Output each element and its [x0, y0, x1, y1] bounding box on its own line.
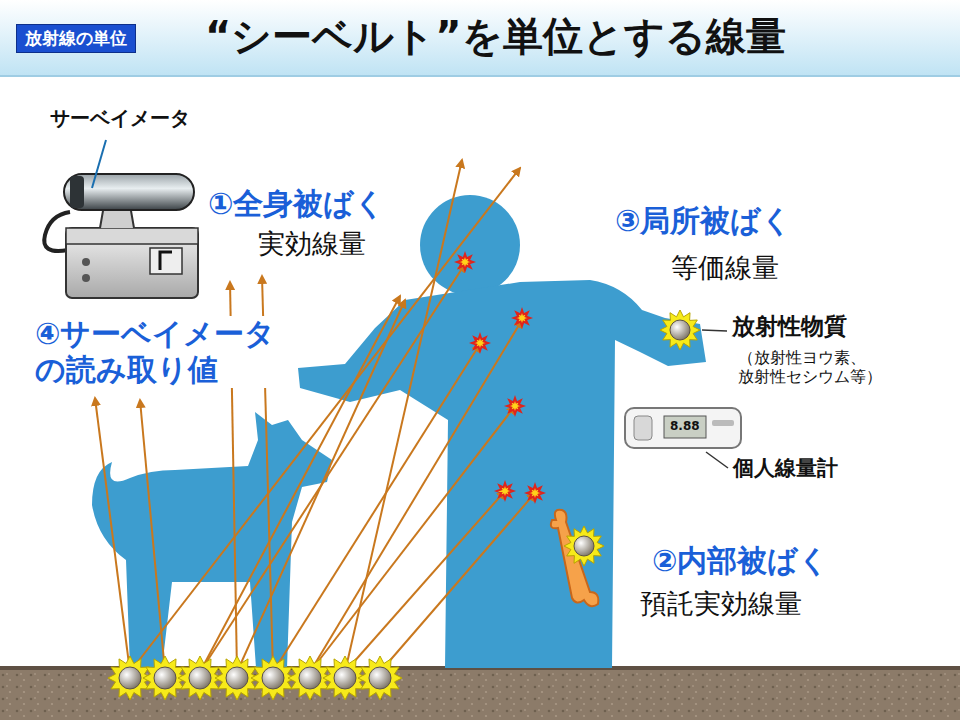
part-label: 放射性物質	[732, 313, 847, 341]
page-title: “シーベルト”を単位とする線量	[205, 12, 786, 60]
display-reading: 8.88	[670, 419, 700, 433]
exposure-heading: ②内部被ばく	[652, 543, 829, 579]
personal-dosimeter	[625, 408, 741, 448]
ray-arrow	[310, 320, 522, 672]
header-rule	[0, 75, 960, 77]
survey-meter	[44, 174, 198, 298]
exposure-heading: ④サーベイメータ の読み取り値	[32, 316, 296, 388]
part-label: 個人線量計	[733, 456, 838, 481]
source-ball	[119, 667, 141, 689]
note: （放射性ヨウ素、 放射性セシウム等）	[738, 348, 885, 386]
impact-burst	[472, 335, 488, 351]
leader-line	[92, 140, 106, 188]
source-ball	[226, 667, 248, 689]
impact-burst	[527, 485, 543, 501]
source-ball	[334, 667, 356, 689]
ray-arrow	[310, 406, 515, 672]
source-ball	[574, 536, 594, 556]
radiation-rays	[95, 160, 535, 672]
dose-term: 等価線量	[668, 252, 782, 284]
source-ball	[369, 667, 391, 689]
source-star	[660, 310, 700, 350]
source-ball	[670, 320, 690, 340]
impact-burst	[514, 310, 530, 326]
dose-term: 預託実効線量	[640, 588, 802, 620]
exposure-heading: ①全身被ばく	[205, 186, 388, 222]
impact-burst	[497, 483, 513, 499]
leader-line	[702, 330, 727, 331]
category-tag: 放射線の単位	[16, 24, 136, 53]
ray-arrow	[140, 400, 165, 672]
tag-text: 放射線の単位	[25, 28, 127, 48]
ray-arrow	[345, 491, 505, 672]
exposure-heading: ③局所被ばく	[612, 203, 795, 239]
ray-arrow	[95, 398, 130, 672]
source-ball	[299, 667, 321, 689]
impact-marks	[457, 254, 543, 501]
leader-line	[706, 452, 728, 468]
source-star	[358, 656, 402, 700]
source-star	[564, 526, 604, 566]
part-label: サーベイメータ	[50, 106, 190, 130]
header-bar	[0, 0, 960, 76]
source-ball	[154, 667, 176, 689]
impact-burst	[507, 398, 523, 414]
source-ball	[262, 667, 284, 689]
source-ball	[189, 667, 211, 689]
impact-burst	[457, 254, 473, 270]
dose-term: 実効線量	[255, 228, 369, 260]
ray-arrow	[273, 344, 480, 672]
ray-arrow	[380, 493, 535, 672]
